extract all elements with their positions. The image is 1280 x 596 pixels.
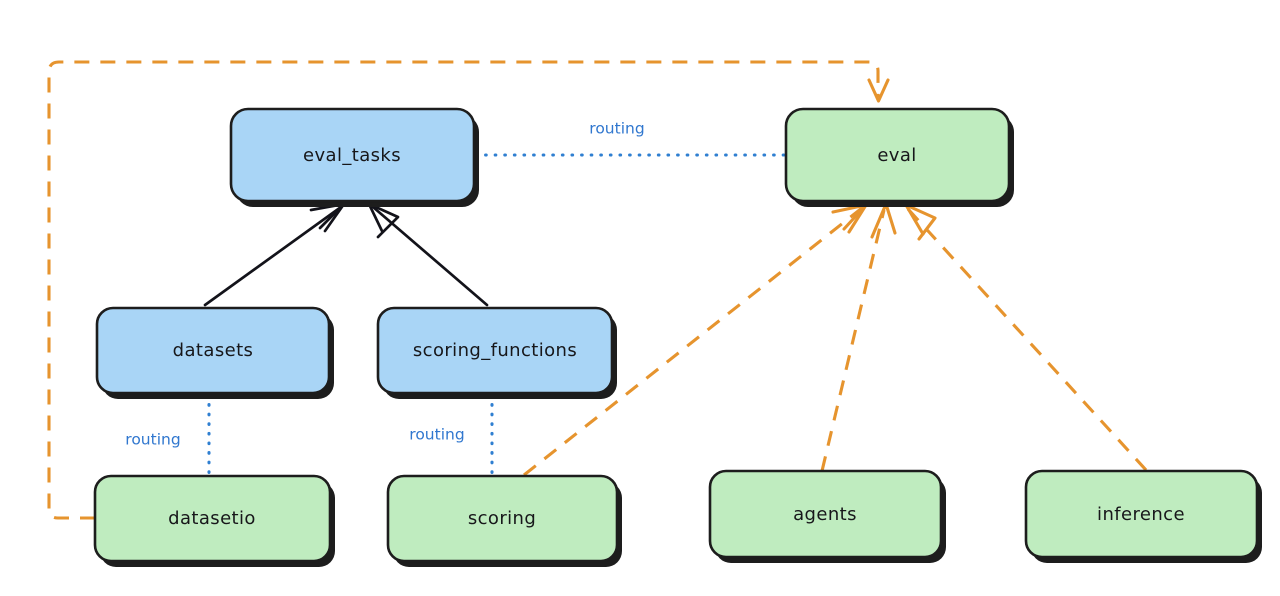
edge-label-routing-2: routing <box>125 431 180 449</box>
node-datasets[interactable]: datasets <box>95 306 334 399</box>
node-layer: eval_tasks eval datasets scoring_functio… <box>93 107 1262 567</box>
node-eval-label: eval <box>877 145 916 166</box>
edge-datasets-to-datasetio[interactable]: routing <box>125 393 211 476</box>
edge-datasets-to-eval-tasks[interactable] <box>203 202 346 307</box>
node-scoring-box <box>386 474 619 563</box>
edge-eval-tasks-to-eval[interactable]: routing <box>474 120 786 157</box>
edge-layer: routing routing routing <box>47 60 1148 520</box>
node-agents[interactable]: agents <box>708 469 946 563</box>
node-inference[interactable]: inference <box>1024 469 1262 563</box>
node-datasets-label: datasets <box>173 340 254 361</box>
node-scoring-functions-box <box>376 306 614 395</box>
edge-scoring-functions-to-scoring[interactable]: routing <box>409 393 494 476</box>
edge-label-routing-3: routing <box>409 426 464 444</box>
node-eval-tasks-box <box>229 107 476 203</box>
node-eval-tasks[interactable]: eval_tasks <box>229 107 479 207</box>
node-scoring-functions[interactable]: scoring_functions <box>376 306 617 399</box>
node-eval-box <box>784 107 1011 203</box>
node-datasetio[interactable]: datasetio <box>93 474 335 567</box>
node-datasets-box <box>95 306 331 395</box>
node-inference-label: inference <box>1097 504 1185 525</box>
edge-scoring-functions-to-eval-tasks[interactable] <box>367 202 489 307</box>
node-eval-tasks-label: eval_tasks <box>303 145 401 166</box>
edge-label-routing-1: routing <box>589 120 644 138</box>
node-scoring-functions-label: scoring_functions <box>413 340 577 361</box>
node-agents-label: agents <box>793 504 857 525</box>
edge-agents-to-eval[interactable] <box>820 202 897 472</box>
node-scoring[interactable]: scoring <box>386 474 622 567</box>
node-scoring-label: scoring <box>468 508 536 529</box>
node-datasetio-box <box>93 474 332 563</box>
node-eval[interactable]: eval <box>784 107 1014 207</box>
node-datasetio-label: datasetio <box>168 508 256 529</box>
node-inference-box <box>1024 469 1259 559</box>
edge-inference-to-eval[interactable] <box>904 203 1148 472</box>
edge-datasetio-to-eval[interactable] <box>47 60 890 520</box>
node-agents-box <box>708 469 943 559</box>
